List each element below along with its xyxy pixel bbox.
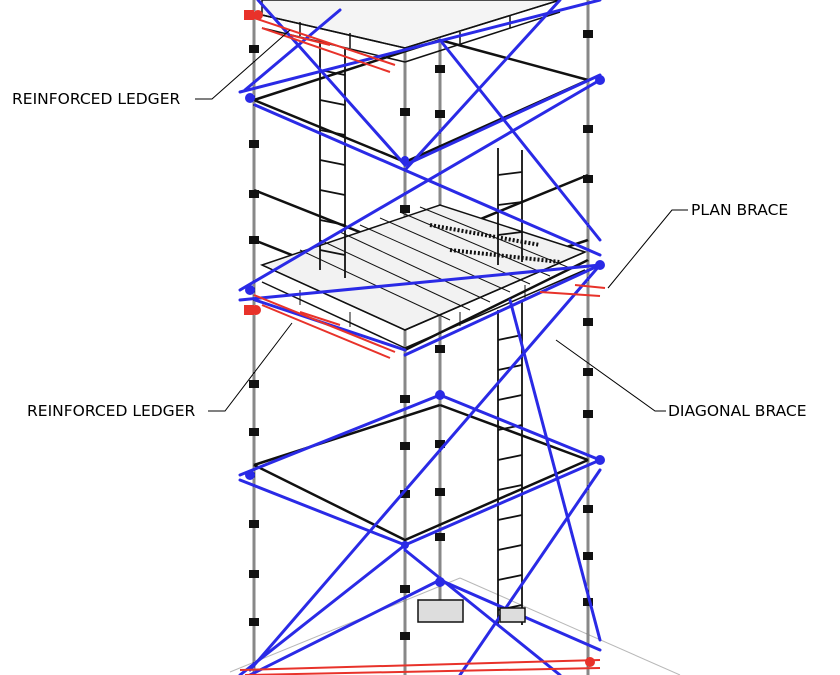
- ledger-fittings: [244, 10, 595, 667]
- ground-lines: [229, 577, 681, 675]
- brace-couplers: [245, 75, 605, 587]
- callout-reinforced-ledger-top: REINFORCED LEDGER: [12, 90, 180, 108]
- leader-lines: [195, 29, 688, 412]
- base-plates: [417, 599, 526, 623]
- callout-plan-brace: PLAN BRACE: [691, 201, 788, 219]
- callout-diagonal-brace: DIAGONAL BRACE: [668, 402, 807, 420]
- reinforced-ledgers: [239, 17, 606, 675]
- middle-deck: [259, 204, 588, 349]
- callout-reinforced-ledger-mid: REINFORCED LEDGER: [27, 402, 195, 420]
- diagonal-braces: [238, 0, 602, 675]
